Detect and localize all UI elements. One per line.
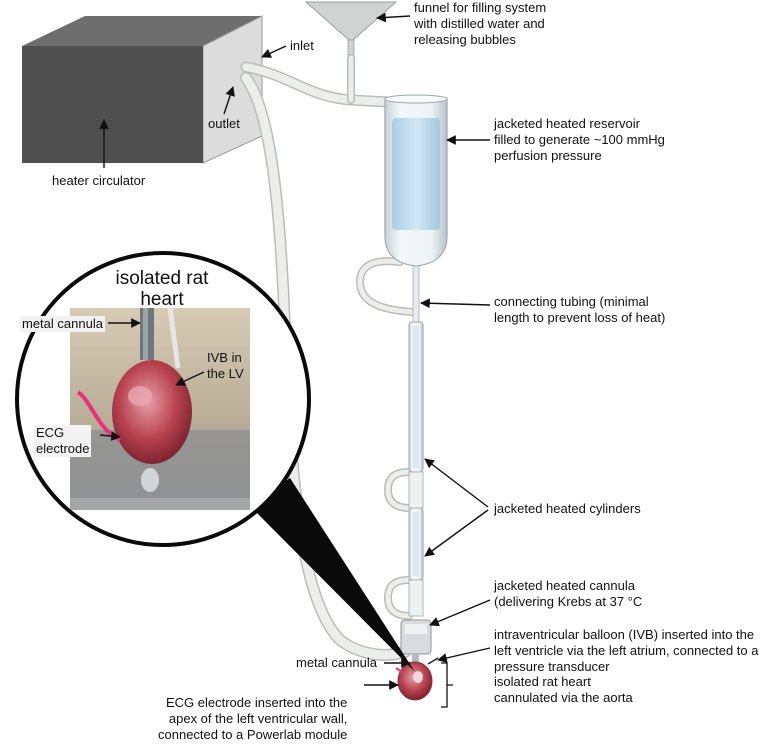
- jacketed-cylinders: [408, 321, 424, 617]
- heart-small: [395, 657, 439, 701]
- label-funnel: funnel for filling system with distilled…: [414, 0, 547, 47]
- label-ivb: intraventricular balloon (IVB) inserted …: [494, 627, 759, 674]
- label-connecting-tubing: connecting tubing (minimal length to pre…: [494, 294, 666, 325]
- inset-title: isolated rat heart: [115, 268, 209, 310]
- label-isolated-heart: isolated rat heart cannulated via the ao…: [494, 674, 633, 705]
- label-metal-cannula: metal cannula: [296, 655, 377, 670]
- funnel: [304, 1, 398, 61]
- label-cannula: jacketed heated cannula (delivering Kreb…: [494, 578, 643, 609]
- inset-label-metal-cannula: metal cannula: [20, 316, 105, 332]
- heater-circulator: [22, 15, 263, 164]
- label-cylinders: jacketed heated cylinders: [494, 501, 641, 516]
- inset-label-ivb: IVB in the LV: [207, 350, 244, 381]
- label-heater-circulator: heater circulator: [52, 173, 146, 188]
- label-ecg: ECG electrode inserted into the apex of …: [158, 695, 348, 742]
- label-reservoir: jacketed heated reservoir filled to gene…: [494, 116, 665, 163]
- annotation-arrows: [99, 12, 491, 690]
- inset-label-ecg: ECG electrode: [34, 425, 92, 457]
- label-outlet: outlet: [208, 116, 240, 131]
- inset-pointer: [250, 478, 415, 672]
- jacketed-reservoir: [384, 94, 448, 325]
- heart-bracket: [441, 662, 453, 708]
- label-inlet: inlet: [290, 38, 314, 53]
- heated-cannula: [400, 619, 432, 668]
